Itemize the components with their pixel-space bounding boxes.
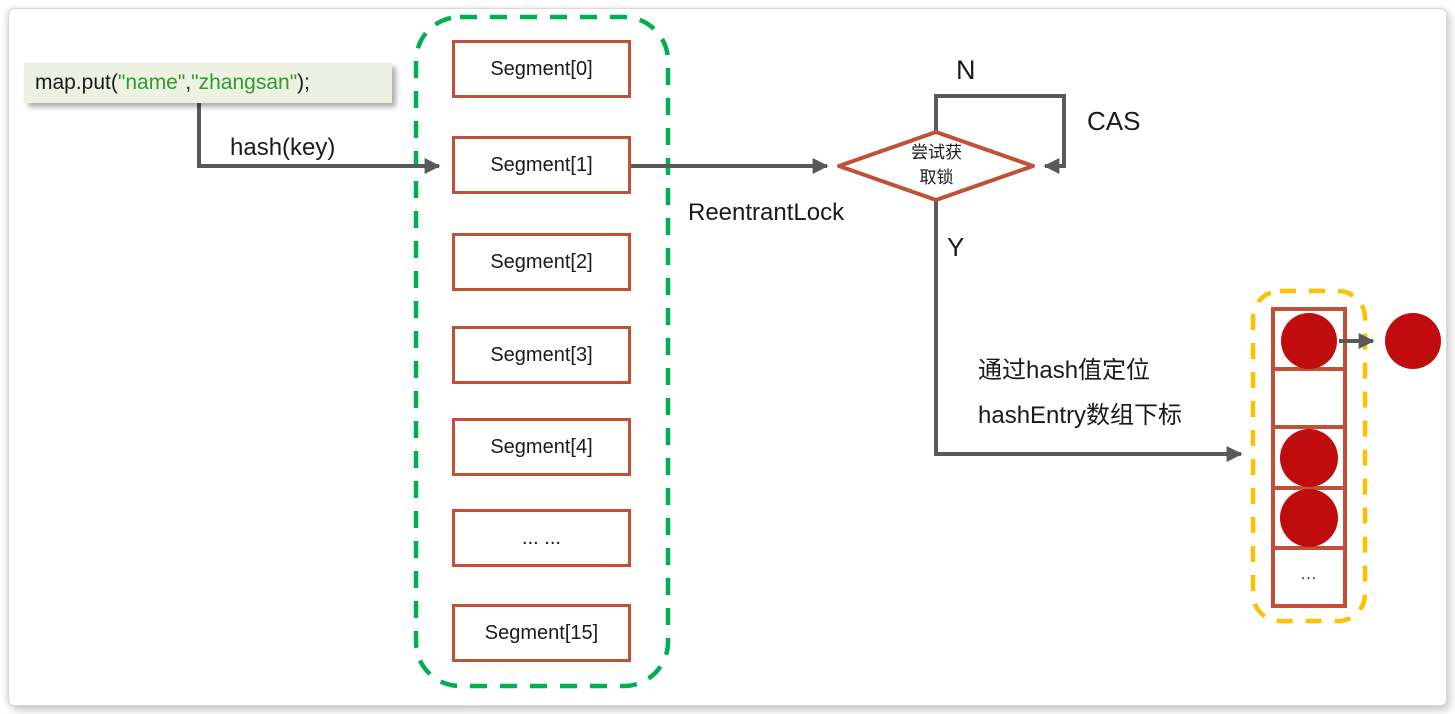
segment-label: Segment[2] — [490, 250, 593, 273]
hash-key-label: hash(key) — [230, 134, 336, 161]
try-lock-diamond — [837, 130, 1035, 202]
code-suffix: ); — [297, 71, 310, 94]
code-text: map.put( — [35, 71, 118, 94]
branch-n-label: N — [956, 55, 976, 85]
code-snippet: map.put("name","zhangsan"); — [24, 63, 392, 103]
segment-box-2: Segment[2] — [452, 233, 631, 291]
segment-box-0: Segment[0] — [452, 40, 631, 98]
segments-group-border — [413, 14, 671, 689]
segment-box-4: Segment[4] — [452, 418, 631, 476]
diagram-shapes — [197, 14, 1441, 689]
segment-label: ... ... — [522, 526, 561, 549]
segment-label: Segment[4] — [490, 435, 593, 458]
try-lock-diamond-label: 尝试获 取锁 — [886, 141, 987, 190]
diamond-label-line2: 取锁 — [919, 167, 954, 187]
segment-label: Segment[3] — [490, 343, 593, 366]
segment-box-15: Segment[15] — [452, 604, 631, 662]
y-branch-arrow — [934, 200, 1243, 462]
segment-box-1: Segment[1] — [452, 136, 631, 194]
entry-node-circle-0 — [1281, 313, 1337, 369]
code-string-name: "name" — [117, 71, 186, 94]
branch-y-label: Y — [947, 232, 965, 262]
hashentry-cell-1 — [1271, 367, 1347, 429]
hashentry-ellipsis: ... — [1300, 566, 1318, 583]
cas-loop-arrow — [934, 94, 1066, 174]
entry-node-circle-2 — [1280, 429, 1338, 487]
reentrant-lock-label: ReentrantLock — [688, 199, 845, 226]
code-string-zhangsan: "zhangsan" — [191, 71, 298, 94]
diagram-canvas: map.put("name","zhangsan"); hash(key) Re… — [8, 8, 1447, 706]
segment-label: Segment[0] — [490, 57, 593, 80]
segment-label: Segment[15] — [484, 621, 599, 644]
cas-label: CAS — [1087, 106, 1141, 136]
segment-box-3: Segment[3] — [452, 326, 631, 384]
hash-connector-arrow — [197, 103, 441, 174]
locate-note-line2: hashEntry数组下标 — [978, 402, 1183, 429]
entry-node-circle-3 — [1280, 489, 1338, 547]
hashentry-group-border — [1250, 288, 1368, 624]
linked-node-circle — [1385, 313, 1441, 369]
code-comma: , — [185, 71, 192, 94]
diamond-label-line1: 尝试获 — [911, 143, 962, 162]
locate-note-line1: 通过hash值定位 — [978, 357, 1151, 384]
segment-label: Segment[1] — [490, 153, 593, 176]
hashentry-cell-4 — [1271, 546, 1347, 608]
segment-box-ellipsis: ... ... — [452, 509, 631, 567]
